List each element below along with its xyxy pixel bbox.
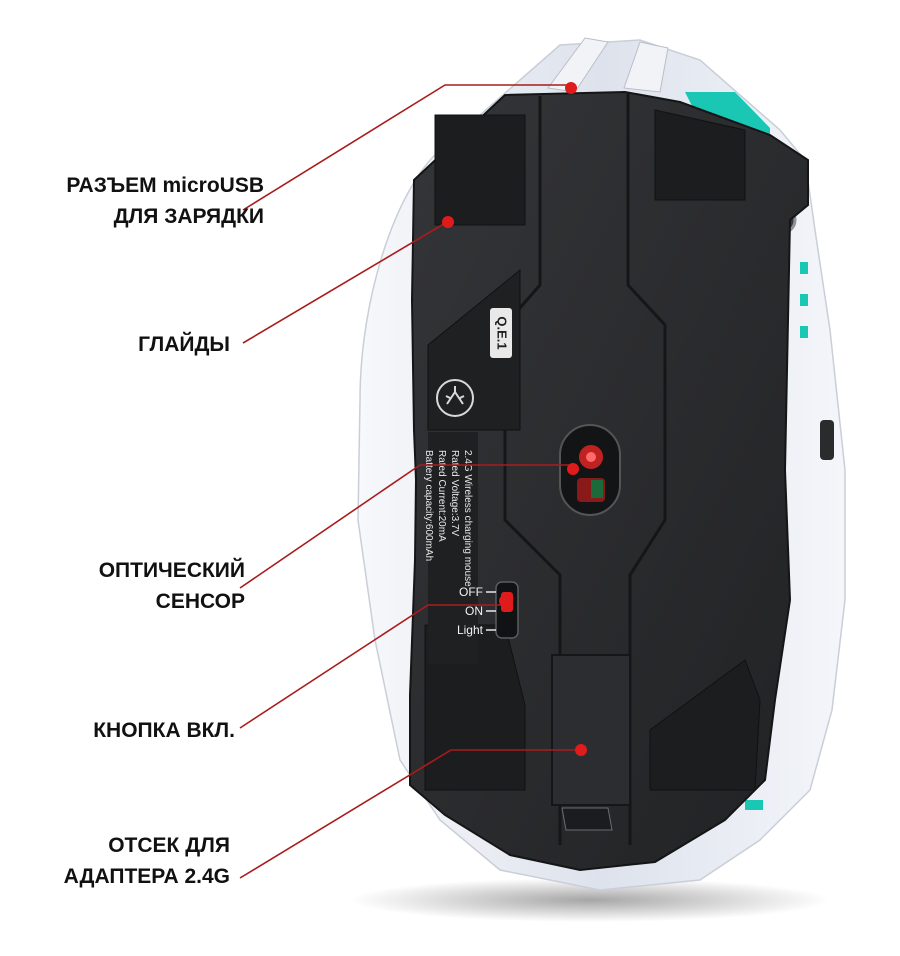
rgb-side-led: [800, 294, 808, 306]
spec-line: Rated Current:20mA: [436, 450, 447, 542]
callout-line: АДАПТЕРА 2.4G: [63, 865, 230, 888]
callout-markers: [442, 82, 587, 756]
marker-usb: [565, 82, 577, 94]
leader-usb: [242, 84, 570, 211]
leader-lines: [239, 84, 580, 879]
callout-line: ГЛАЙДЫ: [138, 333, 230, 356]
callout-sensor-label: ОПТИЧЕСКИЙ СЕНСОР: [99, 555, 245, 617]
spec-panel: [428, 432, 478, 664]
model-badge-frame: [490, 308, 512, 358]
callout-power-label: КНОПКА ВКЛ.: [93, 715, 235, 746]
callout-line: СЕНСОР: [155, 590, 245, 613]
spec-line: Rated Voltage:3.7V: [449, 450, 460, 537]
adapter-latch[interactable]: [561, 807, 613, 831]
marker-glides: [442, 216, 454, 228]
callout-line: КНОПКА ВКЛ.: [93, 719, 235, 742]
callout-line: ОПТИЧЕСКИЙ: [98, 559, 245, 582]
rgb-side-led: [800, 326, 808, 338]
switch-label-off: OFF: [459, 585, 483, 599]
leader-power: [239, 604, 505, 729]
spec-line: Battery capacity:600mAh: [423, 450, 434, 561]
marker-power: [499, 595, 511, 607]
leader-glides: [242, 221, 448, 344]
rgb-side-led: [800, 262, 808, 274]
glide-pad-rear-left: [424, 624, 526, 791]
drop-shadow: [350, 878, 830, 922]
model-badge: Q.E.1: [495, 316, 510, 349]
glide-pad-front-left: [434, 114, 526, 226]
callout-line: ОТСЕК ДЛЯ: [108, 834, 230, 857]
spec-text-block: 2.4G Wireless charging mouse Rated Volta…: [423, 450, 473, 587]
scorpion-logo-icon: [436, 379, 474, 417]
callout-line: ДЛЯ ЗАРЯДКИ: [113, 205, 264, 228]
callout-line: РАЗЪЕМ microUSB: [66, 174, 264, 197]
leader-sensor: [239, 464, 572, 589]
rgb-rear-led: [745, 800, 763, 810]
panel-groove-right: [626, 92, 667, 845]
right-button-edge: [623, 41, 669, 93]
spec-line: 2.4G Wireless charging mouse: [462, 450, 473, 587]
glide-pad-front-right: [654, 109, 746, 201]
adapter-compartment[interactable]: [551, 654, 631, 806]
marker-dongle: [575, 744, 587, 756]
callout-usb-label: РАЗЪЕМ microUSB ДЛЯ ЗАРЯДКИ: [66, 170, 264, 232]
optical-sensor: [559, 424, 621, 516]
switch-label-light: Light: [457, 623, 484, 637]
side-grip: [820, 420, 834, 460]
callout-dongle-label: ОТСЕК ДЛЯ АДАПТЕРА 2.4G: [64, 830, 230, 892]
marker-sensor: [567, 463, 579, 475]
switch-label-on: ON: [465, 604, 483, 618]
glide-pad-rear-right: [649, 659, 761, 791]
leader-dongle: [239, 749, 580, 879]
callout-glides-label: ГЛАЙДЫ: [138, 329, 230, 360]
